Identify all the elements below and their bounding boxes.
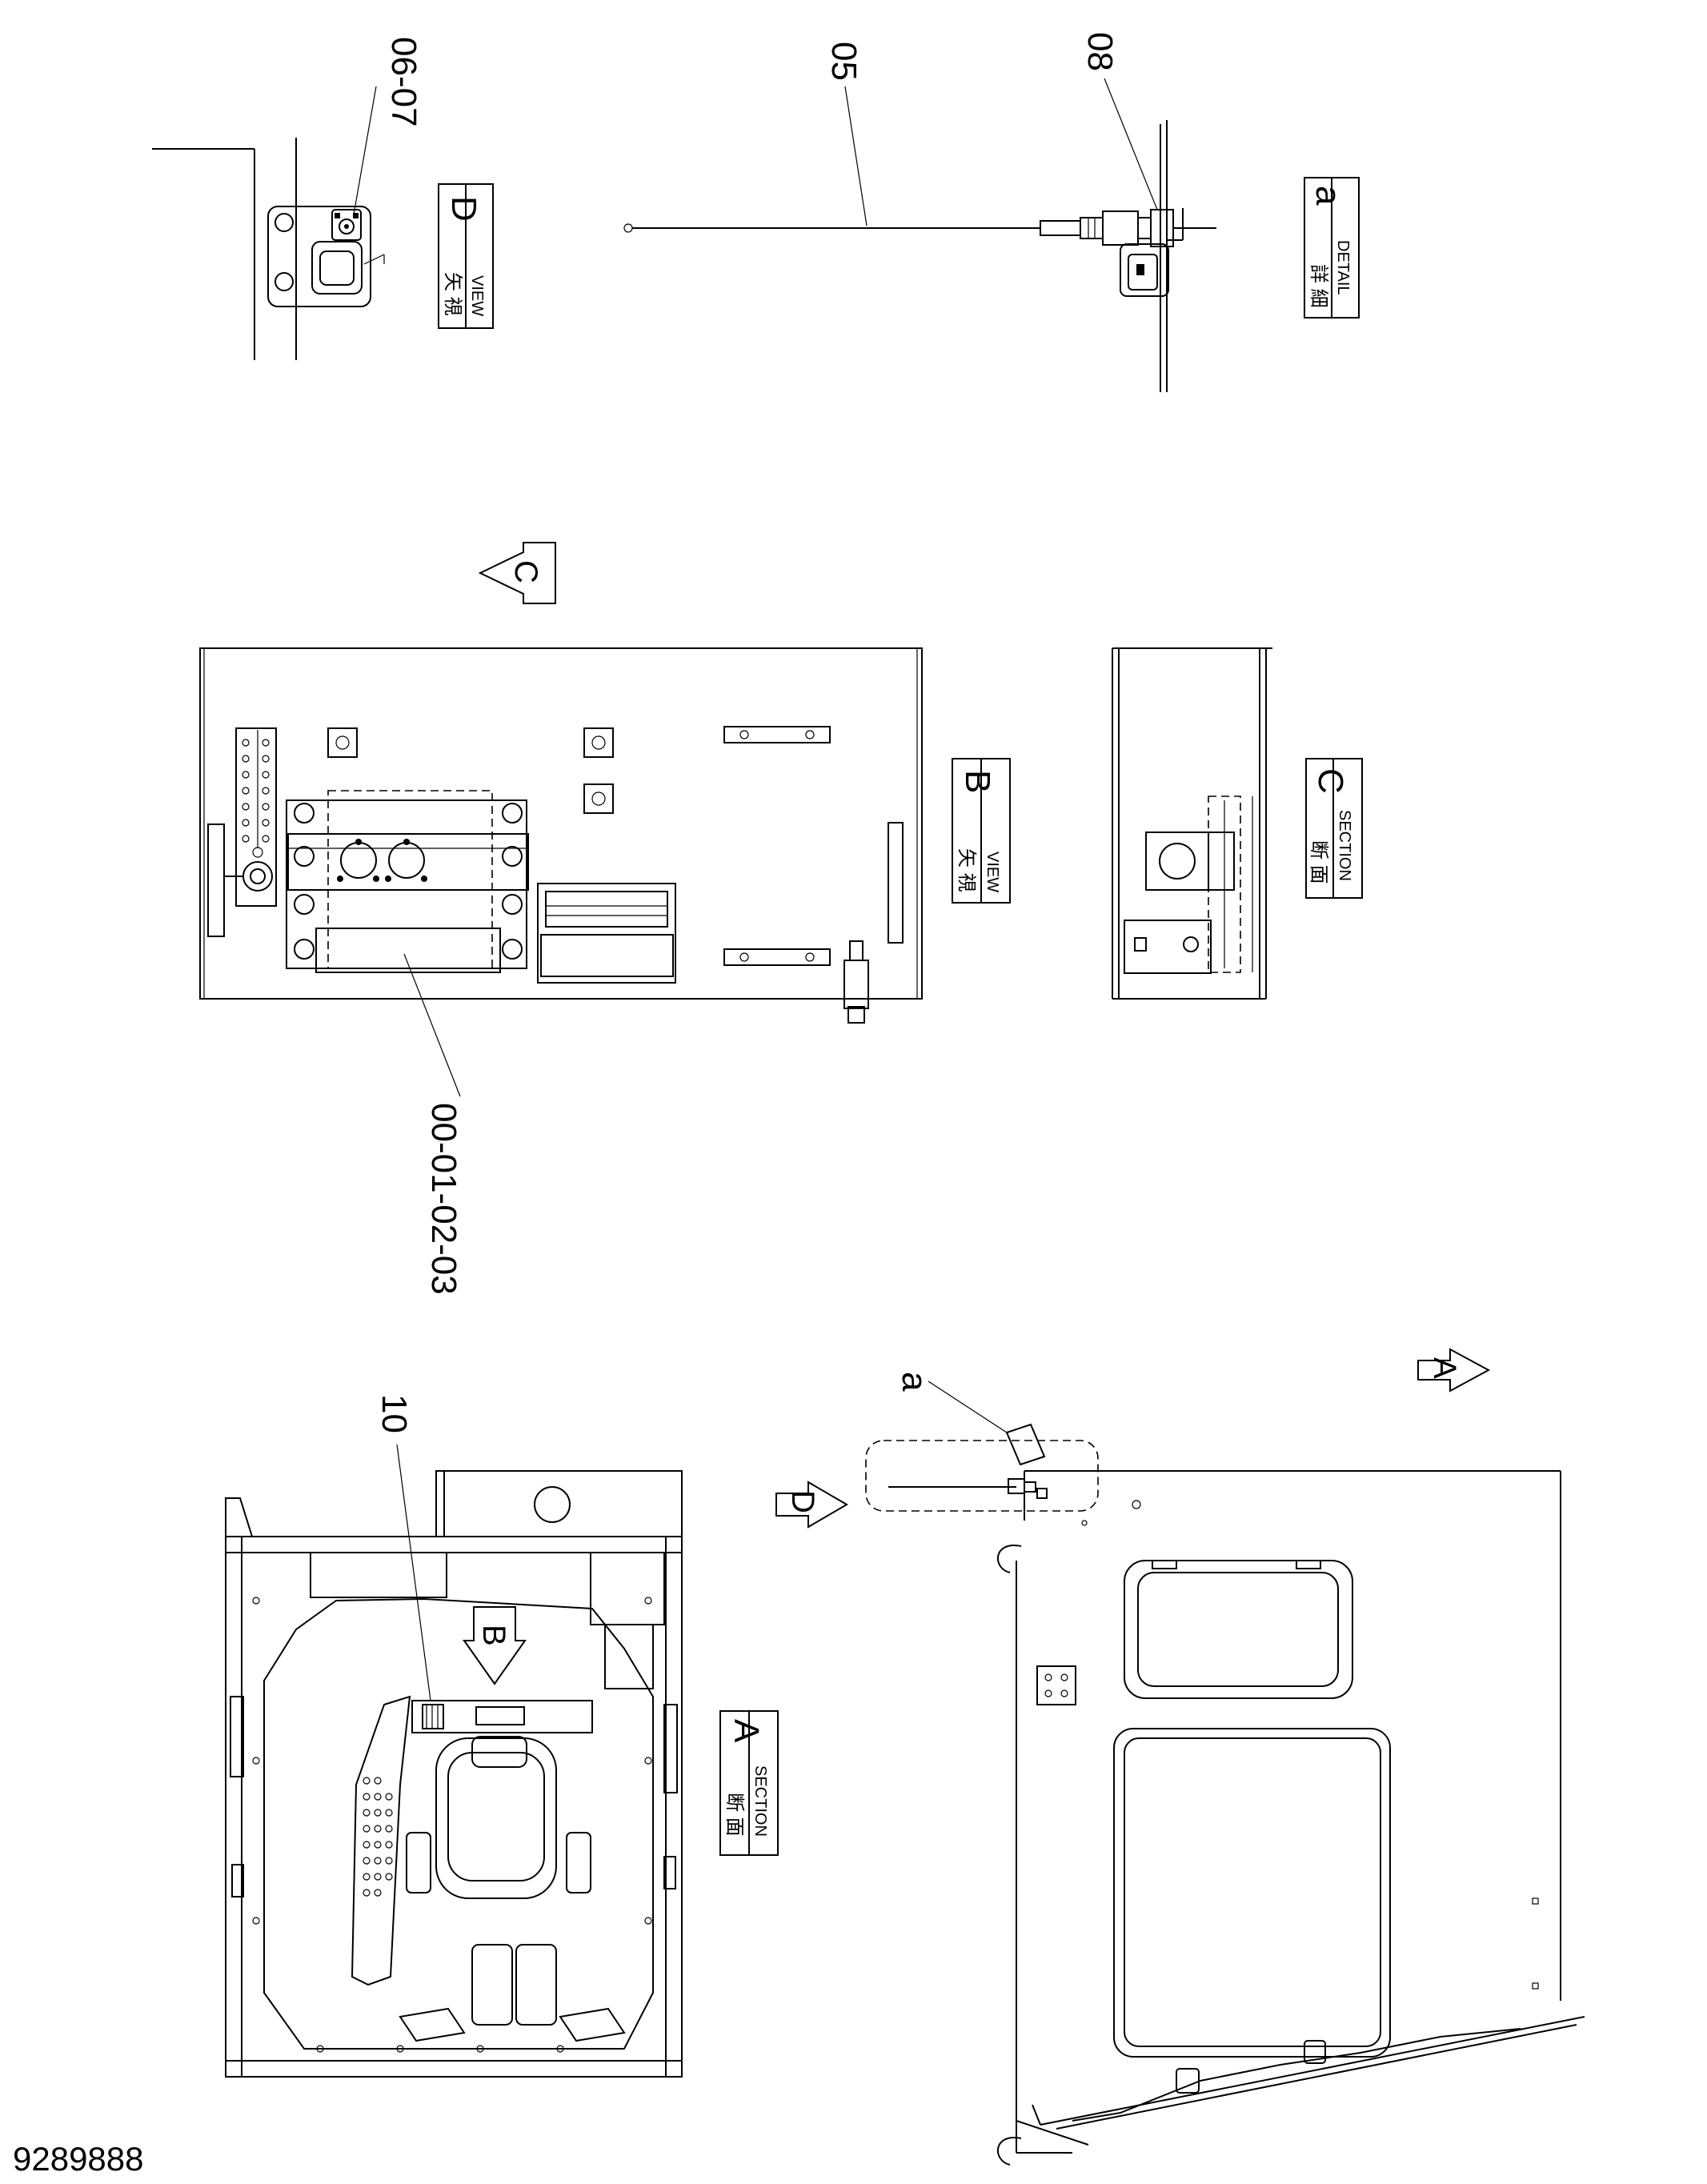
title-section-c: C 断 面 SECTION bbox=[1305, 758, 1363, 899]
callout-06-07: 06-07 bbox=[353, 37, 423, 215]
section-c-drawing bbox=[1112, 647, 1272, 1000]
title-view-d: D 矢 視 VIEW bbox=[438, 183, 494, 329]
arrow-b-letter: B bbox=[476, 1625, 511, 1646]
detail-a-jp: 詳 細 bbox=[1308, 264, 1329, 308]
title-section-a: A 断 面 SECTION bbox=[719, 1710, 779, 1856]
callout-05-label: 05 bbox=[824, 42, 864, 81]
section-a-jp: 断 面 bbox=[723, 1793, 745, 1837]
cab-exterior-drawing bbox=[997, 1470, 1585, 2166]
arrow-a-letter: A bbox=[1427, 1357, 1462, 1379]
view-d-jp: 矢 視 bbox=[442, 272, 463, 316]
section-arrow-a: A bbox=[1417, 1348, 1491, 1393]
callout-00-01-02-03-label: 00-01-02-03 bbox=[424, 1103, 463, 1295]
callout-10-label: 10 bbox=[375, 1394, 414, 1433]
callout-08: 08 bbox=[1080, 32, 1158, 210]
view-b-en: VIEW bbox=[984, 852, 1001, 892]
section-c-en: SECTION bbox=[1336, 810, 1353, 881]
callout-05: 05 bbox=[824, 42, 868, 226]
callout-10: 10 bbox=[375, 1394, 431, 1701]
title-detail-a: a 詳 細 DETAIL bbox=[1304, 177, 1360, 319]
view-b-letter: B bbox=[958, 770, 997, 793]
section-a-en: SECTION bbox=[751, 1765, 769, 1837]
callout-06-07-label: 06-07 bbox=[384, 37, 423, 127]
detail-a-drawing bbox=[623, 120, 1216, 392]
detail-a-letter: a bbox=[1308, 186, 1348, 206]
section-c-jp: 断 面 bbox=[1308, 840, 1329, 884]
callout-08-label: 08 bbox=[1080, 32, 1120, 71]
section-c-letter: C bbox=[1311, 768, 1350, 794]
drawing-number: 9289888 bbox=[13, 2140, 144, 2178]
section-a-letter: A bbox=[727, 1719, 766, 1743]
callout-00-01-02-03: 00-01-02-03 bbox=[403, 953, 463, 1295]
arrow-d-letter: D bbox=[785, 1490, 820, 1513]
console-buttons bbox=[363, 1777, 393, 1897]
view-d-letter: D bbox=[444, 196, 483, 222]
arrow-c-letter: C bbox=[508, 560, 543, 583]
callout-a: a bbox=[895, 1372, 1008, 1433]
view-b-drawing bbox=[199, 647, 923, 1024]
section-arrow-c: C bbox=[478, 542, 556, 604]
view-d-drawing bbox=[152, 138, 385, 360]
view-b-jp: 矢 視 bbox=[956, 848, 977, 892]
section-arrow-b: B bbox=[463, 1606, 527, 1685]
view-d-en: VIEW bbox=[468, 275, 486, 316]
detail-a-boundary bbox=[865, 1423, 1099, 1512]
view-arrow-d: D bbox=[775, 1481, 848, 1529]
callout-a-label: a bbox=[895, 1372, 934, 1392]
detail-a-en: DETAIL bbox=[1334, 240, 1352, 295]
section-a-drawing bbox=[225, 1470, 683, 2078]
title-view-b: B 矢 視 VIEW bbox=[952, 758, 1011, 904]
